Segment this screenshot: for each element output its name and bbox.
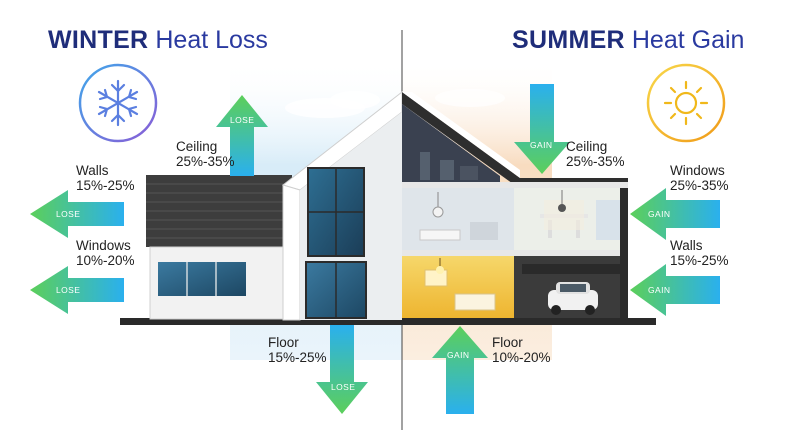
winter-floor-arrow-text: LOSE — [331, 382, 356, 392]
winter-ceiling-value: 25%-35% — [176, 154, 235, 169]
winter-walls-arrow-text: LOSE — [56, 209, 81, 219]
winter-title-bold: WINTER — [48, 26, 149, 54]
winter-floor-value: 15%-25% — [268, 350, 327, 365]
winter-ceiling-arrow-text: LOSE — [230, 115, 255, 125]
winter-windows-value: 10%-20% — [76, 253, 135, 268]
summer-title-bold: SUMMER — [512, 26, 625, 54]
winter-floor-arrow — [316, 325, 368, 414]
summer-windows-arrow — [630, 188, 720, 240]
winter-title-rest: Heat Loss — [155, 26, 268, 54]
summer-floor-name: Floor — [492, 335, 523, 350]
summer-walls-arrow — [630, 264, 720, 316]
car-illustration — [548, 282, 598, 315]
summer-windows-name: Windows — [670, 163, 725, 178]
snowflake-icon — [78, 63, 158, 143]
winter-walls-label: Walls 15%-25% — [76, 163, 135, 193]
winter-ceiling-arrow — [216, 95, 268, 176]
winter-walls-name: Walls — [76, 163, 109, 178]
summer-windows-label: Windows 25%-35% — [670, 163, 729, 193]
summer-floor-arrow-text: GAIN — [447, 350, 470, 360]
left-wing-window — [158, 262, 246, 296]
winter-ceiling-label: Ceiling 25%-35% — [176, 139, 235, 169]
summer-ceiling-arrow-text: GAIN — [530, 140, 553, 150]
summer-walls-label: Walls 15%-25% — [670, 238, 729, 268]
ground-slab — [120, 318, 656, 325]
summer-title: SUMMER Heat Gain — [512, 28, 744, 53]
summer-ceiling-arrow — [514, 84, 570, 174]
summer-floor-arrow — [432, 326, 488, 414]
winter-title: WINTER Heat Loss — [48, 28, 268, 53]
summer-ceiling-label: Ceiling 25%-35% — [566, 139, 625, 169]
summer-floor-label: Floor 10%-20% — [492, 335, 551, 365]
winter-ceiling-name: Ceiling — [176, 139, 218, 154]
winter-floor-name: Floor — [268, 335, 299, 350]
sun-icon — [646, 63, 726, 143]
summer-walls-value: 15%-25% — [670, 253, 729, 268]
winter-walls-arrow — [30, 190, 124, 238]
summer-windows-arrow-text: GAIN — [648, 209, 671, 219]
summer-walls-arrow-text: GAIN — [648, 285, 671, 295]
winter-windows-name: Windows — [76, 238, 131, 253]
winter-floor-label: Floor 15%-25% — [268, 335, 327, 365]
winter-walls-value: 15%-25% — [76, 178, 135, 193]
summer-ceiling-value: 25%-35% — [566, 154, 625, 169]
summer-windows-value: 25%-35% — [670, 178, 729, 193]
summer-ceiling-name: Ceiling — [566, 139, 608, 154]
summer-walls-name: Walls — [670, 238, 703, 253]
winter-windows-arrow-text: LOSE — [56, 285, 81, 295]
winter-windows-arrow — [30, 266, 124, 314]
winter-windows-label: Windows 10%-20% — [76, 238, 135, 268]
summer-floor-value: 10%-20% — [492, 350, 551, 365]
summer-title-rest: Heat Gain — [631, 26, 745, 54]
